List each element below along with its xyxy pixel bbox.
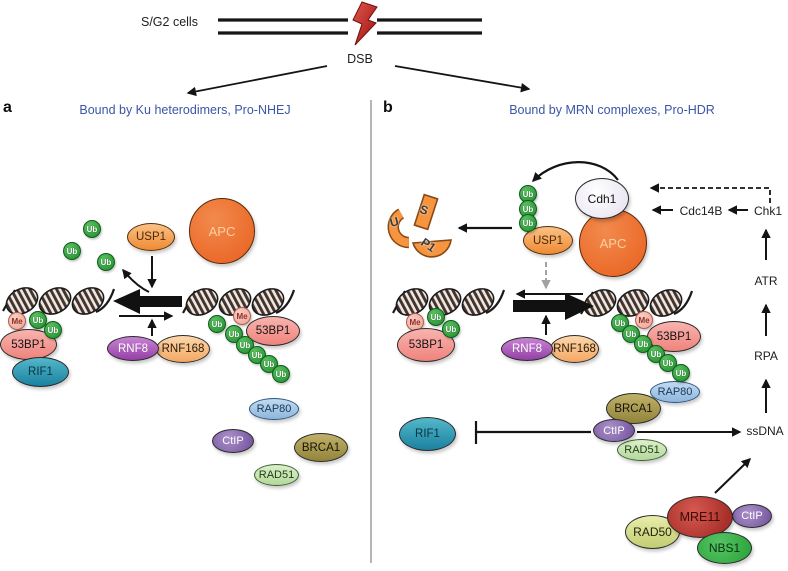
- rif1-inhibition-tbar: [474, 421, 591, 444]
- ub-token: Ub: [427, 308, 445, 326]
- equilibrium-b-thick-right-arrow: [513, 293, 594, 320]
- me-token: Me: [635, 311, 653, 329]
- usp1-fragment-s-shape: [413, 193, 439, 231]
- protein-nbs1: NBS1: [697, 532, 752, 564]
- broken-dna: [218, 18, 482, 35]
- protein-53bp1-a-right: 53BP1: [246, 316, 300, 346]
- protein-rad51-a: RAD51: [254, 464, 299, 486]
- ub-token: Ub: [272, 365, 290, 383]
- protein-rnf168-a: RNF168: [156, 335, 210, 363]
- protein-ctip-a: CtIP: [212, 429, 254, 453]
- chromatin-a-left: [1, 281, 116, 321]
- protein-rnf8-a: RNF8: [107, 336, 159, 361]
- dsb-arrow-left: [186, 65, 328, 97]
- deubiquitination-curved-arrow-a: [122, 268, 150, 293]
- me-token: Me: [233, 307, 251, 325]
- apc-cdh1-ubiquitination-curved-arrow: [531, 161, 619, 183]
- protein-rap80-a: RAP80: [249, 398, 299, 420]
- panel-a-letter: a: [3, 99, 12, 116]
- usp1-fragment-p1-shape: [411, 239, 452, 258]
- panel-a-header: Bound by Ku heterodimers, Pro-NHEJ: [79, 103, 291, 117]
- usp1-fragment-u-shape: [387, 208, 410, 249]
- protein-53bp1-b-right: 53BP1: [647, 321, 701, 352]
- mrn-ssdna-arrow: [714, 458, 752, 494]
- panel-b-letter: b: [383, 99, 393, 116]
- ssdna-label: ssDNA: [746, 424, 784, 438]
- ub-token: Ub: [672, 364, 690, 382]
- equilibrium-a-thick-left-arrow: [113, 289, 182, 314]
- protein-rap80-b: RAP80: [650, 381, 700, 403]
- protein-usp1-a: USP1: [127, 223, 175, 251]
- chromatin-b-left: [391, 282, 506, 322]
- protein-ctip-b: CtIP: [593, 419, 635, 442]
- ub-token: Ub: [63, 242, 81, 260]
- protein-apc-b: APC: [579, 209, 647, 277]
- cdc14b-label: Cdc14B: [679, 204, 723, 218]
- rpa-label: RPA: [754, 349, 778, 363]
- protein-brca1-b: BRCA1: [606, 393, 661, 424]
- protein-ctip-mrn: CtIP: [732, 504, 772, 528]
- protein-53bp1-b-left: 53BP1: [397, 328, 455, 362]
- lightning-bolt-icon: [352, 1, 378, 46]
- protein-rnf8-b: RNF8: [501, 337, 553, 361]
- chk1-cdh1-dashed-feedback-arrow: [649, 183, 771, 203]
- dsb-label: DSB: [347, 52, 373, 66]
- protein-rad51-b: RAD51: [617, 439, 667, 461]
- ub-token: Ub: [29, 311, 47, 329]
- dsb-arrow-right: [394, 65, 531, 93]
- chromatin-a-right: [181, 282, 296, 322]
- ub-token: Ub: [83, 220, 101, 238]
- panel-b-header: Bound by MRN complexes, Pro-HDR: [509, 103, 715, 117]
- ub-token: Ub: [44, 321, 62, 339]
- protein-cdh1: Cdh1: [575, 178, 629, 219]
- protein-apc-a: APC: [189, 198, 255, 264]
- protein-rnf168-b: RNF168: [550, 335, 599, 363]
- atr-label: ATR: [754, 274, 778, 288]
- ub-token: Ub: [519, 214, 537, 232]
- cells-label: S/G2 cells: [141, 15, 198, 29]
- protein-brca1-a: BRCA1: [294, 433, 348, 462]
- protein-rif1-b: RIF1: [399, 417, 456, 451]
- ub-token: Ub: [208, 315, 226, 333]
- protein-mre11: MRE11: [667, 496, 733, 538]
- chk1-label: Chk1: [753, 204, 782, 218]
- me-token: Me: [8, 312, 26, 330]
- protein-rif1-a: RIF1: [12, 357, 69, 387]
- ub-token: Ub: [442, 320, 460, 338]
- ub-token: Ub: [97, 253, 115, 271]
